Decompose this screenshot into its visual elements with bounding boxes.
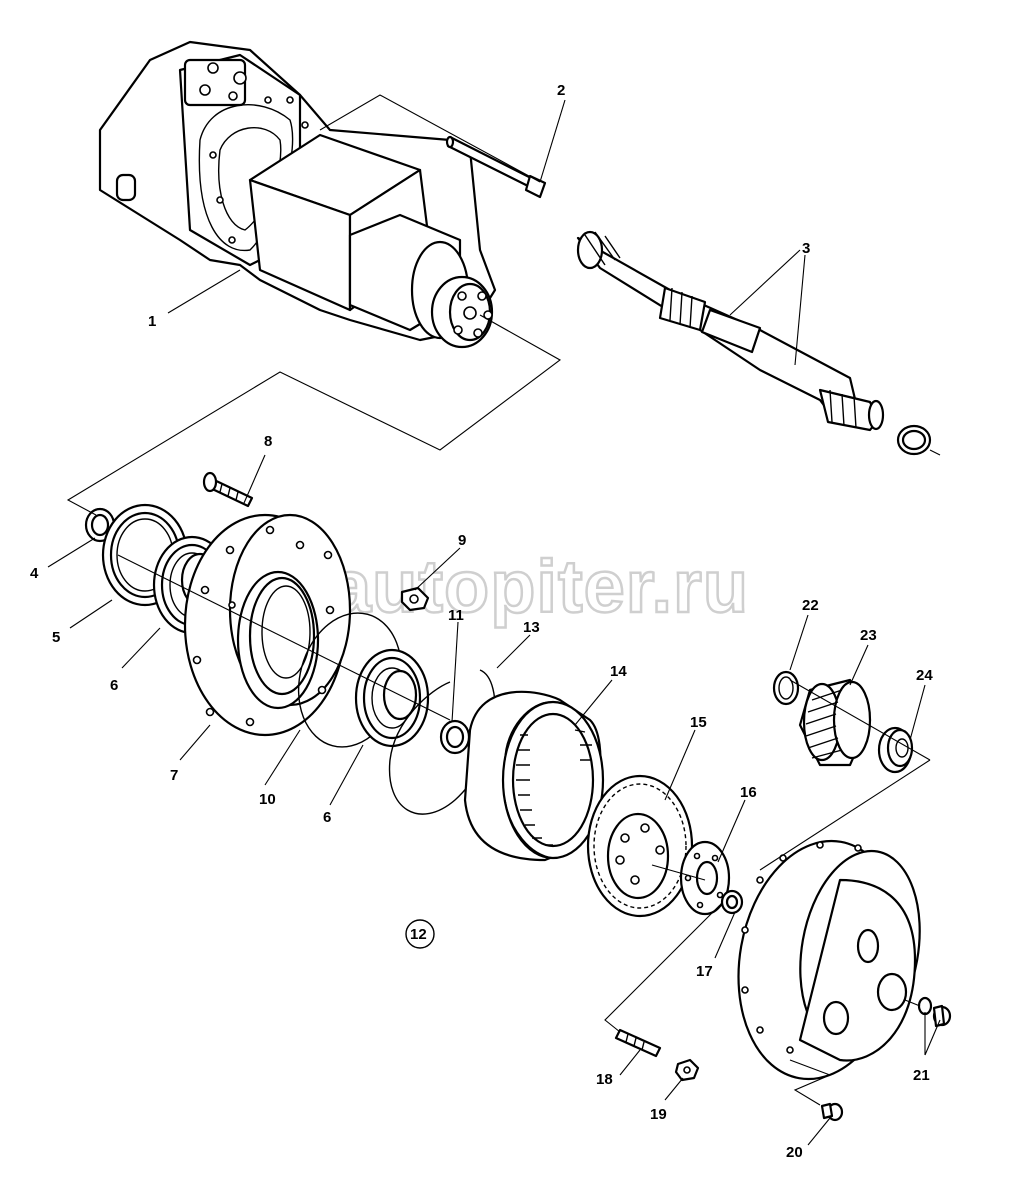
part-labels: 1 2 3 4 5 6 7 8 9 10 11 13 6 14 15 16 17… [30,82,933,1161]
label-19: 19 [650,1106,667,1123]
label-2: 2 [557,82,565,99]
label-3: 3 [802,240,810,257]
label-8: 8 [264,433,272,450]
part-20-drain-plug [820,1102,844,1122]
part-22-circlip [772,670,800,706]
label-21: 21 [913,1067,930,1084]
label-7: 7 [170,767,178,784]
label-14: 14 [610,663,627,680]
part-21-plug [917,996,952,1028]
part-16-thrust-plate [679,840,731,916]
part-6-bearing-inner [354,648,430,748]
part-17-washer [720,889,744,915]
label-10: 10 [259,791,276,808]
part-15-gear [586,774,694,918]
label-22: 22 [802,597,819,614]
label-1: 1 [148,313,156,330]
watermark: autopiter.ru [222,534,749,629]
label-6-inner: 6 [323,809,331,826]
label-9: 9 [458,532,466,549]
label-20: 20 [786,1144,803,1161]
part-9-nut [400,586,430,612]
circled-12-marker [405,919,435,949]
label-11: 11 [448,607,464,624]
label-17: 17 [696,963,713,980]
part-19-nut [674,1058,700,1082]
part-1-axle-housing [98,40,497,349]
label-5: 5 [52,629,60,646]
label-23: 23 [860,627,877,644]
label-4: 4 [30,565,39,582]
part-3-drive-shaft [576,230,885,432]
label-12: 12 [410,926,427,943]
shaft-end-ring [896,424,932,456]
planetary-cover [737,839,921,1081]
part-8-wheel-stud [202,471,254,508]
part-24-bearing [877,726,914,774]
label-16: 16 [740,784,757,801]
label-13: 13 [523,619,540,636]
part-18-stud [614,1028,662,1058]
label-6-outer: 6 [110,677,118,694]
watermark-text: autopiter.ru [330,545,749,628]
label-18: 18 [596,1071,613,1088]
part-23-sun-gear [798,678,872,767]
label-24: 24 [916,667,933,684]
leader-lines [47,94,941,1146]
part-11-washer [439,719,471,755]
part-7-wheel-hub [183,513,352,737]
label-15: 15 [690,714,707,731]
part-14-ring-gear [463,690,605,862]
